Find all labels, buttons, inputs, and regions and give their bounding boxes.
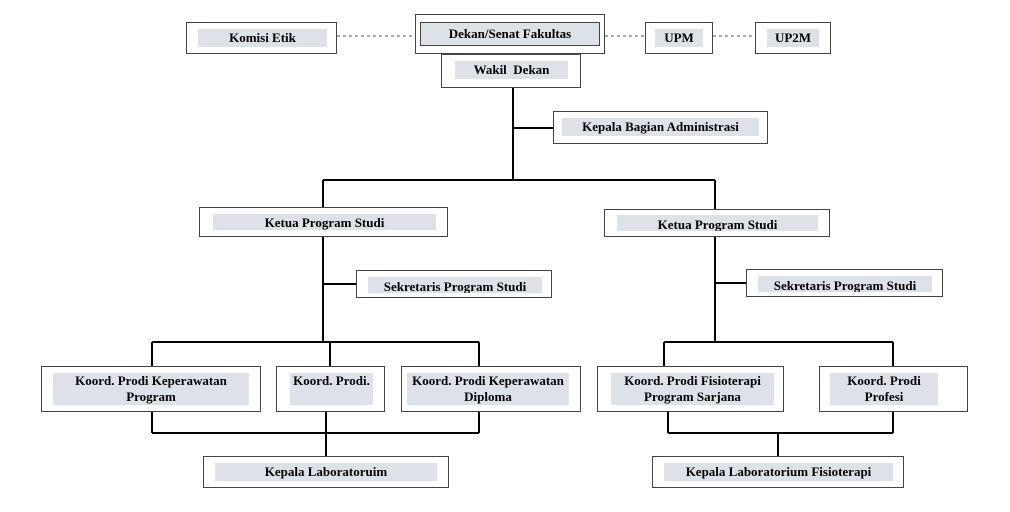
label-koord-profesi: Koord. Prodi Profesi bbox=[830, 373, 938, 405]
box-wakil-dekan: Wakil Dekan bbox=[441, 54, 581, 88]
box-koord-profesi: Koord. Prodi Profesi bbox=[819, 366, 968, 412]
box-sekretaris-left: Sekretaris Program Studi bbox=[356, 270, 552, 298]
label-kalab-fisio: Kepala Laboratorium Fisioterapi bbox=[664, 463, 893, 481]
box-koord-kep-program: Koord. Prodi Keperawatan Program bbox=[41, 366, 261, 412]
box-komisi-etik: Komisi Etik bbox=[186, 22, 337, 54]
label-kalab: Kepala Laboratoruim bbox=[215, 463, 437, 481]
label-komisi-etik: Komisi Etik bbox=[198, 29, 327, 47]
label-koord-prodi: Koord. Prodi. bbox=[290, 373, 373, 405]
box-kaprodi-right: Ketua Program Studi bbox=[604, 209, 830, 237]
box-dekan: Dekan/Senat Fakultas bbox=[415, 14, 605, 54]
label-wakil-dekan: Wakil Dekan bbox=[455, 61, 568, 79]
box-koord-fisio-sarjana: Koord. Prodi Fisioterapi Program Sarjana bbox=[597, 366, 784, 412]
label-kabag-admin: Kepala Bagian Administrasi bbox=[562, 118, 759, 136]
label-upm: UPM bbox=[655, 29, 703, 47]
box-up2m: UP2M bbox=[755, 22, 831, 54]
label-koord-fisio-sarjana: Koord. Prodi Fisioterapi Program Sarjana bbox=[611, 373, 774, 405]
label-koord-kep-program: Koord. Prodi Keperawatan Program bbox=[53, 373, 249, 405]
box-koord-prodi: Koord. Prodi. bbox=[276, 366, 385, 412]
label-sekretaris-left: Sekretaris Program Studi bbox=[368, 277, 542, 293]
label-kaprodi-left: Ketua Program Studi bbox=[213, 214, 436, 230]
label-up2m: UP2M bbox=[767, 29, 819, 47]
box-kaprodi-left: Ketua Program Studi bbox=[199, 207, 448, 237]
label-koord-kep-diploma: Koord. Prodi Keperawatan Diploma bbox=[407, 373, 569, 405]
box-koord-kep-diploma: Koord. Prodi Keperawatan Diploma bbox=[401, 366, 581, 412]
box-sekretaris-right: Sekretaris Program Studi bbox=[746, 269, 943, 297]
box-kalab-fisio: Kepala Laboratorium Fisioterapi bbox=[652, 456, 904, 488]
box-kalab: Kepala Laboratoruim bbox=[203, 456, 449, 488]
box-upm: UPM bbox=[645, 22, 713, 54]
label-kaprodi-right: Ketua Program Studi bbox=[617, 215, 818, 231]
box-kabag-admin: Kepala Bagian Administrasi bbox=[553, 111, 768, 144]
label-sekretaris-right: Sekretaris Program Studi bbox=[758, 276, 932, 292]
label-dekan: Dekan/Senat Fakultas bbox=[420, 22, 600, 46]
